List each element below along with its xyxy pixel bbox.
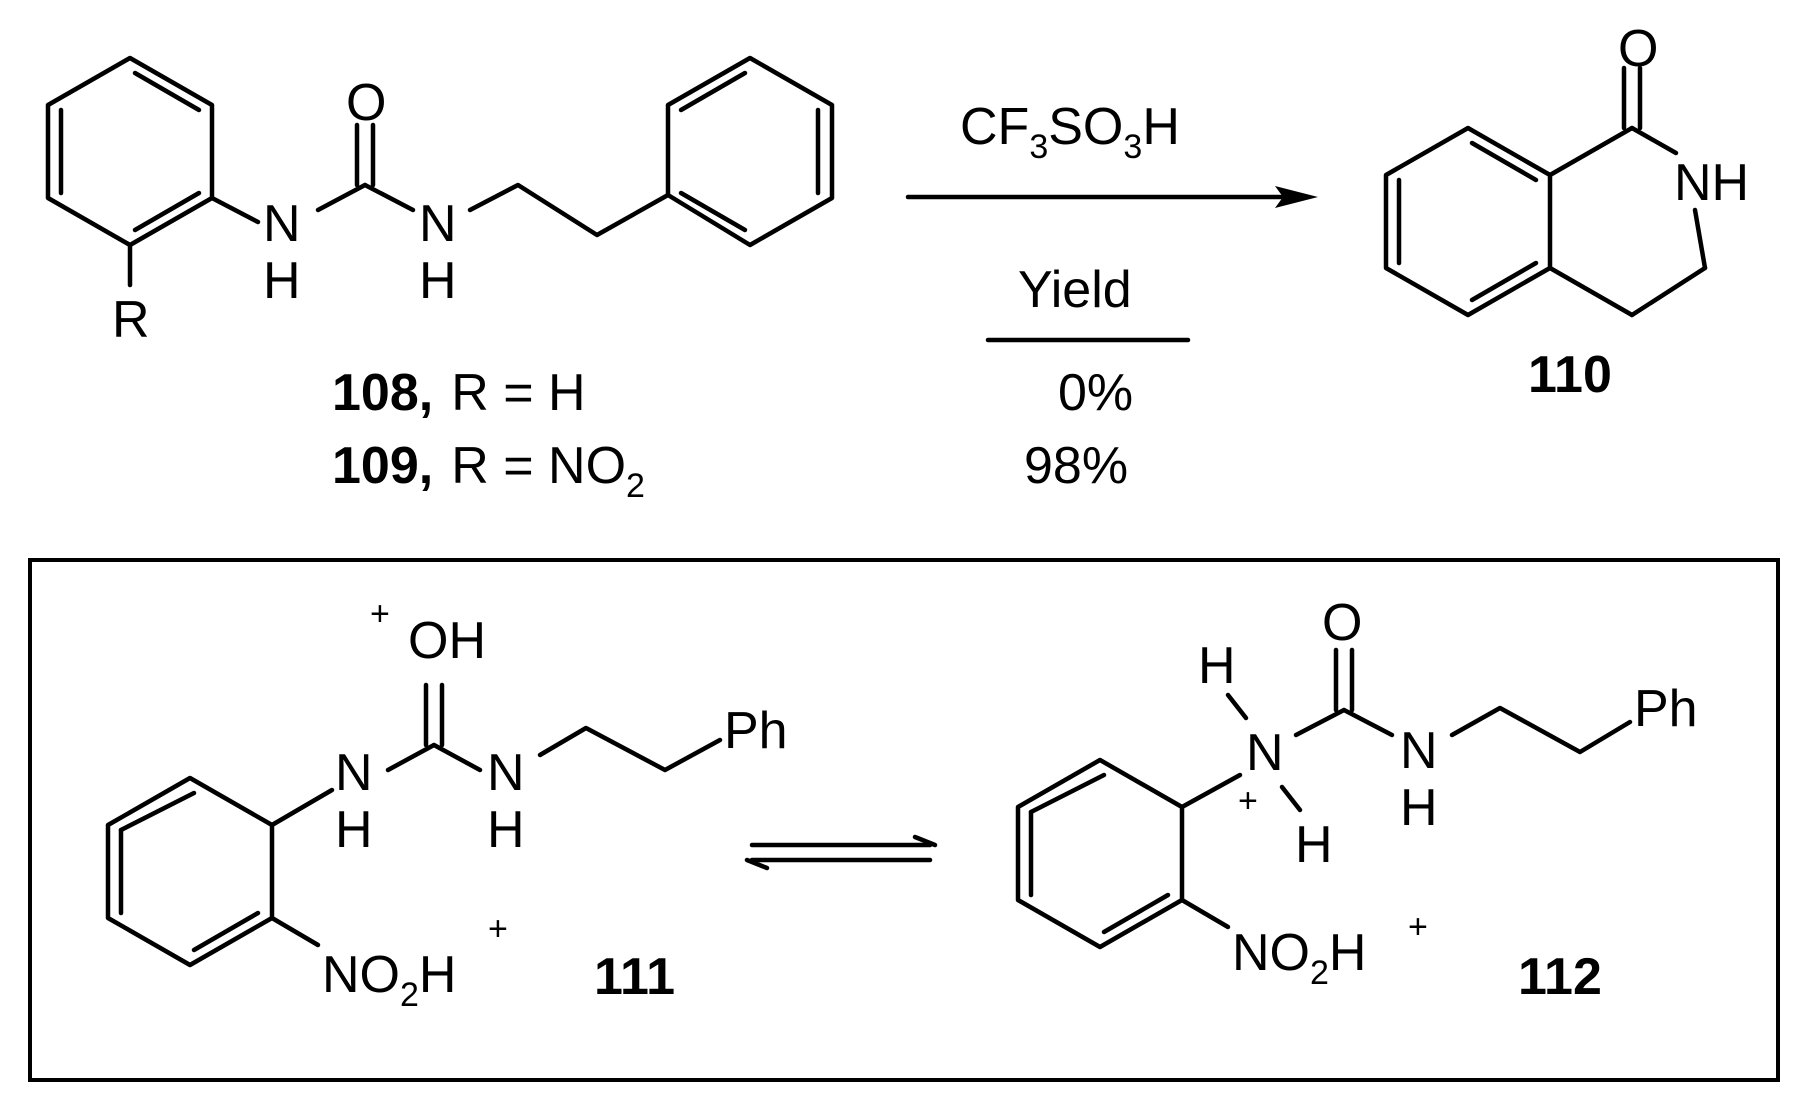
compound-110-label: 110 xyxy=(1528,346,1612,404)
product-110-structure xyxy=(1383,65,1708,318)
yield-value-108: 0% xyxy=(1058,364,1133,422)
carbonyl-oxygen: O xyxy=(346,74,386,132)
bond-carbonyl-n2 xyxy=(362,182,416,213)
intermediate-111-structure xyxy=(105,682,723,968)
reaction-arrow xyxy=(905,186,1318,208)
yield-header: Yield xyxy=(1018,261,1132,319)
i111-nh-hydrogen-2: H xyxy=(487,801,525,859)
i112-nh-hydrogen: H xyxy=(1400,779,1438,837)
oxonium-charge: + xyxy=(370,595,390,633)
ethyl-chain xyxy=(467,182,671,238)
i112-carbonyl-oxygen: O xyxy=(1322,594,1362,652)
nh-nitrogen-2: N xyxy=(419,195,457,253)
product-nh: NH xyxy=(1674,154,1749,212)
compound-108-label: 108,R = H xyxy=(332,364,586,422)
bond-n-carbonyl xyxy=(315,182,368,213)
nh-hydrogen-1: H xyxy=(263,252,301,310)
i111-nh-nitrogen-1: N xyxy=(335,744,373,802)
compound-111-label: 111 xyxy=(594,948,675,1006)
i112-nh-nitrogen: N xyxy=(1400,722,1438,780)
aryl-ring-left xyxy=(45,55,215,248)
compound-112-label: 112 xyxy=(1518,948,1602,1006)
mechanism-box xyxy=(28,558,1780,1082)
bond-aryl-n xyxy=(209,195,261,225)
i111-phenyl: Ph xyxy=(724,702,788,760)
nh-nitrogen-1: N xyxy=(263,195,301,253)
hydroxy-group: OH xyxy=(408,612,486,670)
equilibrium-arrows xyxy=(744,834,938,871)
r-group-label: R xyxy=(112,291,150,349)
i111-protonated-nitro: NO2H xyxy=(322,946,456,1014)
i112-ammonium-charge: + xyxy=(1238,782,1258,820)
i111-nh-hydrogen-1: H xyxy=(335,801,373,859)
phenyl-ring-right xyxy=(665,55,835,248)
i112-phenyl: Ph xyxy=(1634,680,1698,738)
substrate-structure: R N H O N H xyxy=(45,55,835,349)
i111-nitro-charge: + xyxy=(488,910,508,948)
yield-value-109: 98% xyxy=(1024,437,1128,495)
compound-109-label: 109,R = NO2 xyxy=(332,437,645,505)
intermediate-112-structure xyxy=(1015,647,1633,950)
nh-hydrogen-2: H xyxy=(419,252,457,310)
i111-nh-nitrogen-2: N xyxy=(487,744,525,802)
product-carbonyl-oxygen: O xyxy=(1618,20,1658,78)
i112-ammonium-hydrogen-1: H xyxy=(1198,637,1236,695)
i112-protonated-nitro: NO2H xyxy=(1232,924,1366,992)
i112-ammonium-nitrogen: N xyxy=(1246,724,1284,782)
i112-nitro-charge: + xyxy=(1408,908,1428,946)
reagent-label: CF3SO3H xyxy=(960,98,1180,166)
i112-ammonium-hydrogen-2: H xyxy=(1295,816,1333,874)
